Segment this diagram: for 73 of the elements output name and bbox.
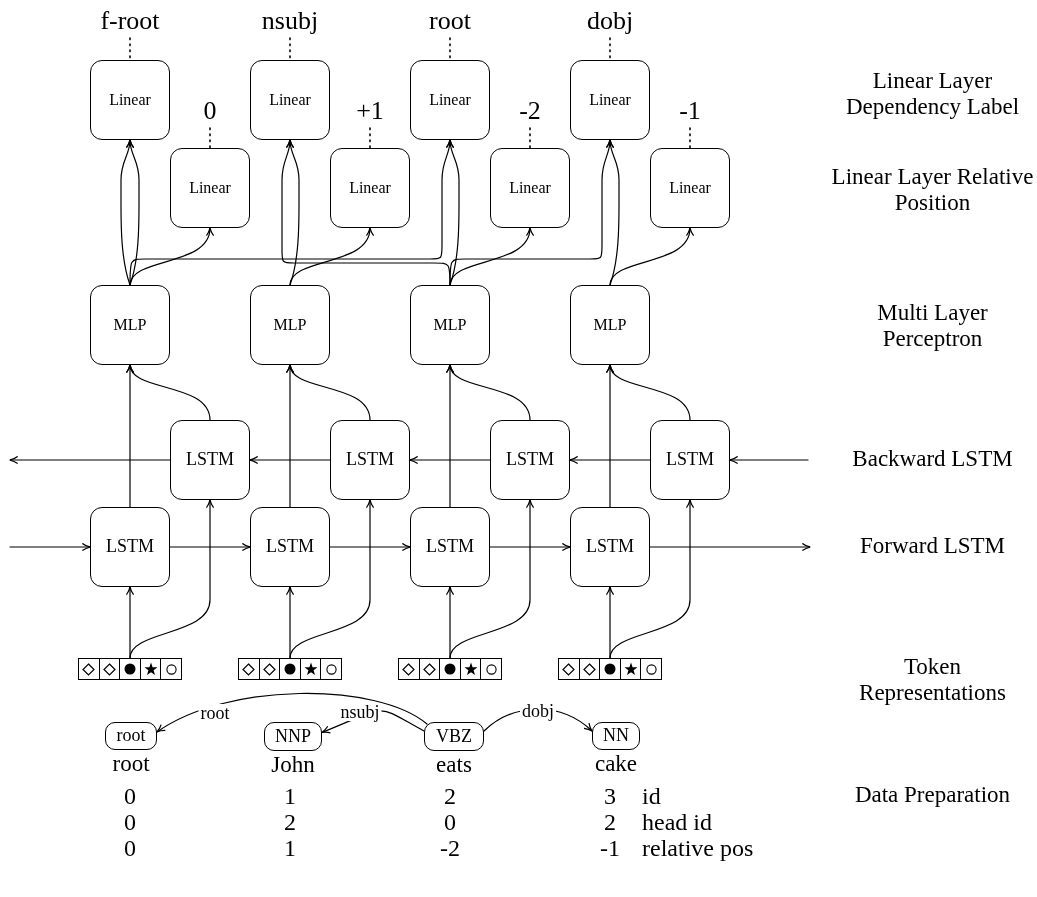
layer-label: Backward LSTM — [851, 446, 1014, 473]
lstm-box: LSTM — [650, 420, 730, 500]
mlp-box: MLP — [410, 285, 490, 365]
word-label: root — [111, 751, 151, 778]
output-label: f-root — [85, 6, 175, 36]
table-value: 1 — [283, 783, 297, 811]
edge-label: dobj — [520, 702, 556, 720]
output-label: -1 — [665, 96, 715, 126]
output-label: root — [405, 6, 495, 36]
lstm-box: LSTM — [490, 420, 570, 500]
dotted-line — [449, 37, 451, 61]
mlp-box: MLP — [90, 285, 170, 365]
table-value: 2 — [443, 783, 457, 811]
token-vector — [238, 658, 342, 680]
word-label: eats — [435, 752, 473, 779]
table-value: 0 — [123, 783, 137, 811]
linear-layer-box: Linear — [330, 148, 410, 228]
lstm-box: LSTM — [330, 420, 410, 500]
layer-label: Linear Layer Relative Position — [830, 164, 1035, 217]
lstm-box: LSTM — [250, 507, 330, 587]
lstm-box: LSTM — [410, 507, 490, 587]
pos-tag-box: root — [105, 722, 157, 750]
linear-layer-box: Linear — [650, 148, 730, 228]
edge-label: root — [198, 704, 232, 722]
mlp-box: MLP — [250, 285, 330, 365]
table-value: 3 — [603, 783, 617, 811]
output-label: dobj — [565, 6, 655, 36]
linear-layer-box: Linear — [90, 60, 170, 140]
edge-label: nsubj — [338, 703, 382, 721]
layer-label: Forward LSTM — [859, 533, 1006, 560]
linear-layer-box: Linear — [410, 60, 490, 140]
dotted-line — [609, 37, 611, 61]
token-vector — [558, 658, 662, 680]
table-value: -1 — [599, 835, 621, 863]
row-label: head id — [642, 809, 712, 837]
dotted-line — [529, 127, 531, 149]
dotted-line — [129, 37, 131, 61]
layer-label: Multi Layer Perceptron — [876, 300, 989, 353]
token-vector — [398, 658, 502, 680]
lstm-box: LSTM — [90, 507, 170, 587]
row-label: relative pos — [642, 835, 754, 863]
table-value: 2 — [603, 809, 617, 837]
dotted-line — [689, 127, 691, 149]
output-label: +1 — [345, 96, 395, 126]
linear-layer-box: Linear — [490, 148, 570, 228]
dotted-line — [289, 37, 291, 61]
pos-tag-box: VBZ — [424, 722, 484, 751]
output-label: nsubj — [245, 6, 335, 36]
word-label: cake — [593, 751, 639, 778]
table-value: 1 — [283, 835, 297, 863]
word-label: John — [270, 752, 316, 779]
output-label: 0 — [185, 96, 235, 126]
token-vector — [78, 658, 182, 680]
table-value: 0 — [123, 809, 137, 837]
layer-label: Data Preparation — [853, 782, 1012, 809]
table-value: -2 — [439, 835, 461, 863]
layer-label: Linear Layer Dependency Label — [844, 68, 1021, 121]
pos-tag-box: NNP — [264, 722, 322, 751]
output-label: -2 — [505, 96, 555, 126]
lstm-box: LSTM — [570, 507, 650, 587]
linear-layer-box: Linear — [250, 60, 330, 140]
dotted-line — [209, 127, 211, 149]
table-value: 0 — [123, 835, 137, 863]
table-value: 2 — [283, 809, 297, 837]
linear-layer-box: Linear — [570, 60, 650, 140]
layer-label: Token Representations — [858, 654, 1007, 707]
lstm-box: LSTM — [170, 420, 250, 500]
pos-tag-box: NN — [592, 722, 640, 750]
row-label: id — [642, 783, 661, 811]
mlp-box: MLP — [570, 285, 650, 365]
table-value: 0 — [443, 809, 457, 837]
linear-layer-box: Linear — [170, 148, 250, 228]
dotted-line — [369, 127, 371, 149]
